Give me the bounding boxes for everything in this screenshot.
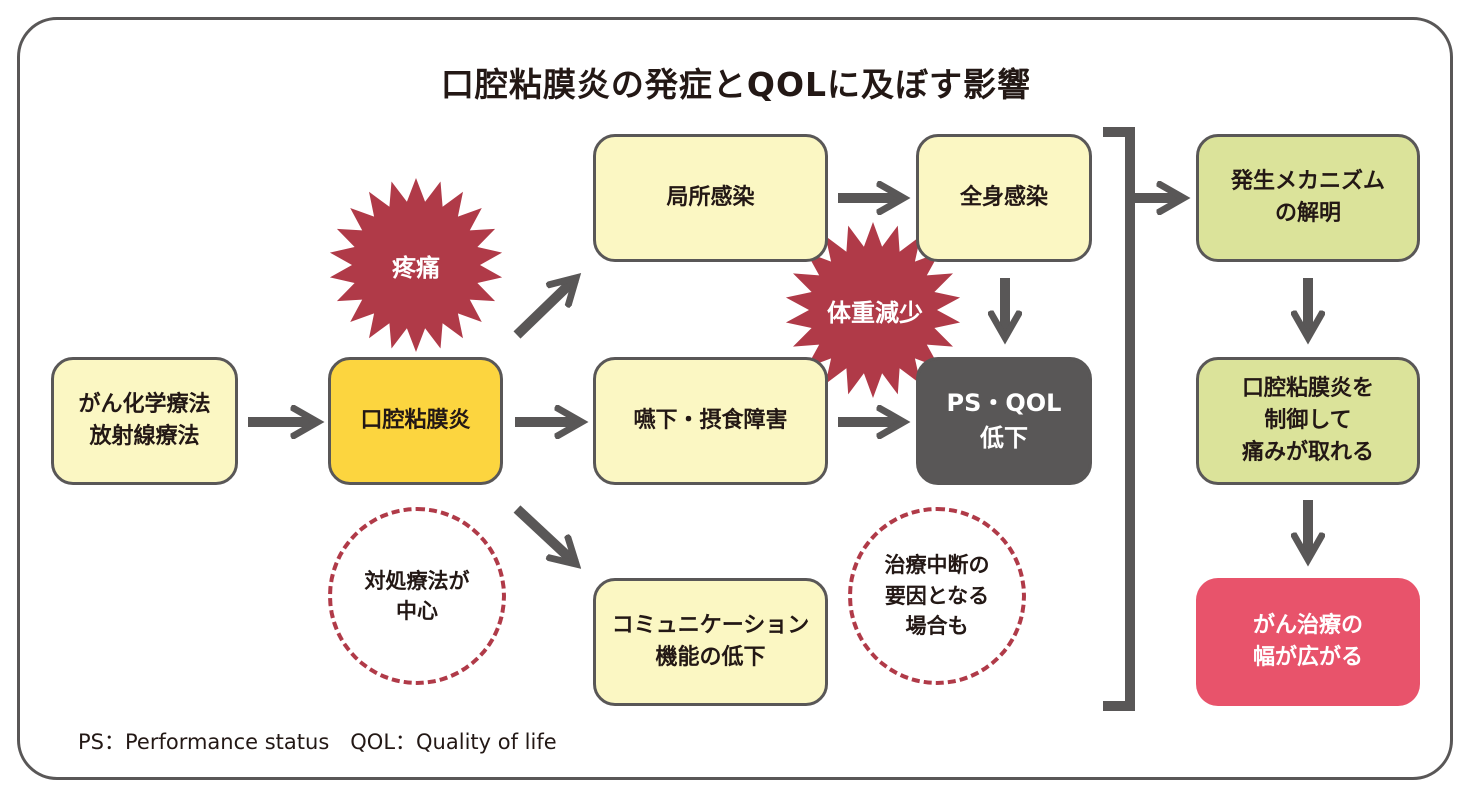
systemic-infection-box: 全身感染 [916,134,1092,262]
symptomatic-note: 対処療法が 中心 [328,507,506,685]
local-infection-box: 局所感染 [593,134,828,262]
arrow-mucositis-to-communication [513,505,575,563]
widen-box: がん治療の 幅が広がる [1196,578,1420,706]
weight-loss-burst [785,222,961,398]
footnote: PS：Performance status QOL：Quality of lif… [78,730,557,754]
interruption-note: 治療中断の 要因となる 場合も [848,507,1026,685]
ps-qol-box: PS・QOL 低下 [916,357,1092,485]
mechanism-box: 発生メカニズム の解明 [1196,134,1420,262]
mucositis-box: 口腔粘膜炎 [328,357,503,485]
therapy-box: がん化学療法 放射線療法 [51,357,238,485]
diagram-frame [17,17,1453,780]
diagram-title: 口腔粘膜炎の発症とQOLに及ぼす影響 [440,65,1032,104]
communication-box: コミュニケーション 機能の低下 [593,578,828,706]
outcome-bracket [1103,127,1135,711]
control-box: 口腔粘膜炎を 制御して 痛みが取れる [1196,357,1420,485]
arrow-mucositis-to-local-infection [513,279,575,339]
pain-label: 疼痛 [392,253,440,282]
pain-burst [329,178,503,352]
weight-loss-label: 体重減少 [827,298,923,327]
swallowing-box: 嚥下・摂食障害 [593,357,828,485]
